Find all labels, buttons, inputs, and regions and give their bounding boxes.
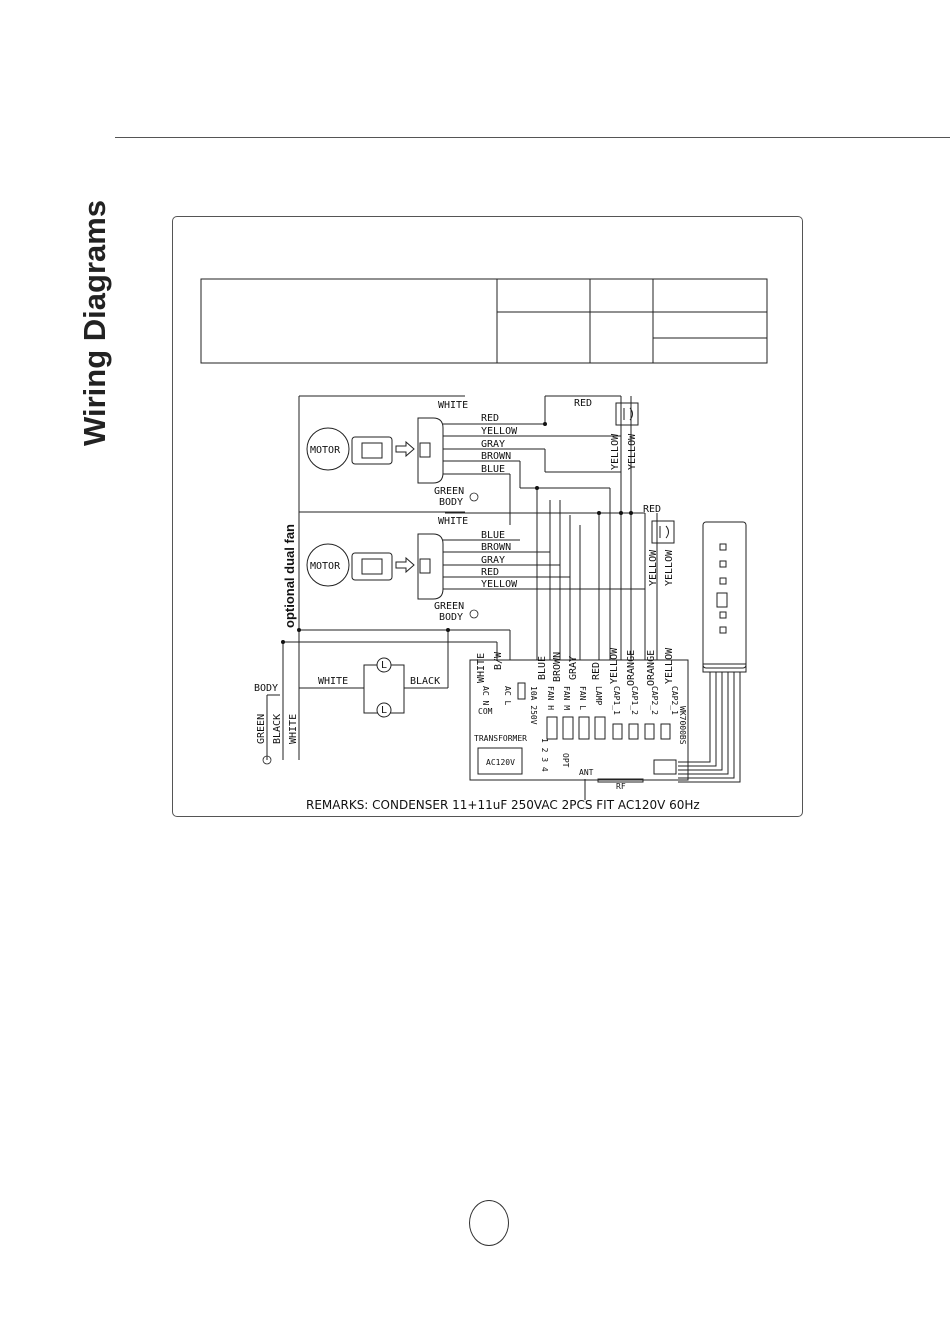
- fan1-wire-brown: BROWN: [481, 451, 511, 462]
- control-board: [469, 659, 689, 800]
- header-rule: [115, 137, 950, 138]
- fan2-body-label: BODY: [439, 612, 463, 623]
- lamp-2-symbol: L: [381, 705, 387, 716]
- term-ac-n: AC N: [481, 686, 490, 705]
- opt-label: OPT: [561, 753, 570, 768]
- board-com-label: COM: [478, 707, 493, 716]
- lamp-1-symbol: L: [381, 660, 387, 671]
- vwire-brown: BROWN: [552, 652, 563, 682]
- fan2-wiring: [443, 512, 658, 660]
- cap2-yellow-a: YELLOW: [648, 549, 659, 586]
- term-cap2-2: CAP2_2: [650, 686, 659, 715]
- term-fan-h: FAN H: [546, 686, 555, 710]
- term-ac-l: AC L: [503, 686, 512, 705]
- motor-2-label: MOTOR: [310, 561, 341, 572]
- supply-black-label: BLACK: [272, 714, 283, 744]
- remarks-text: REMARKS: CONDENSER 11+11uF 250VAC 2PCS F…: [306, 798, 700, 812]
- page-number-circle: [469, 1200, 509, 1246]
- capacitor-2: [651, 520, 675, 544]
- vwire-bw: B/W: [493, 651, 504, 670]
- diagram-frame: [172, 216, 803, 817]
- supply-green-label: GREEN: [256, 714, 267, 744]
- transformer-label: TRANSFORMER: [474, 734, 527, 743]
- fan1-body-label: BODY: [439, 497, 463, 508]
- supply-white-label: WHITE: [288, 714, 299, 744]
- ant-label: ANT: [579, 768, 594, 777]
- supply-body-label: BODY: [254, 683, 278, 694]
- cap1-yellow-b: YELLOW: [627, 433, 638, 470]
- vwire-white: WHITE: [476, 653, 487, 683]
- fan1-wire-yellow: YELLOW: [481, 426, 518, 437]
- vwire-blue: BLUE: [537, 656, 548, 680]
- remote-module: [678, 521, 747, 783]
- fuse-label: 10A 250V: [529, 686, 538, 725]
- fan2-wire-yellow: YELLOW: [481, 579, 518, 590]
- dip-switch-label: 1 2 3 4: [540, 738, 549, 772]
- lamp-circuit: [299, 630, 449, 718]
- vwire-yellow-2: YELLOW: [664, 647, 675, 684]
- vwire-yellow-1: YELLOW: [609, 647, 620, 684]
- fan1-wire-gray: GRAY: [481, 439, 505, 450]
- fan2-wire-red: RED: [481, 567, 499, 578]
- vwire-red: RED: [591, 662, 602, 680]
- cap1-yellow-a: YELLOW: [610, 433, 621, 470]
- term-cap1-1: CAP1_1: [612, 686, 621, 715]
- cap1-red-label: RED: [574, 398, 592, 409]
- fan2-wire-brown: BROWN: [481, 542, 511, 553]
- vwire-orange-1: ORANGE: [626, 650, 637, 686]
- fan2-wire-gray: GRAY: [481, 555, 505, 566]
- fan2-white-label: WHITE: [438, 516, 468, 527]
- optional-dual-fan-label: optional dual fan: [282, 524, 297, 628]
- fan1-wire-blue: BLUE: [481, 464, 505, 475]
- vwire-gray: GRAY: [568, 656, 579, 680]
- motor-1-label: MOTOR: [310, 445, 341, 456]
- capacitor-1: [615, 402, 639, 426]
- lamp-white-label: WHITE: [318, 676, 348, 687]
- fan2-green-label: GREEN: [434, 601, 464, 612]
- fan1-wire-red: RED: [481, 413, 499, 424]
- fan2-wire-blue: BLUE: [481, 530, 505, 541]
- term-fan-m: FAN M: [562, 686, 571, 710]
- vwire-orange-2: ORANGE: [646, 650, 657, 686]
- model-label: WK7000BS: [678, 706, 687, 745]
- fan1-white-label: WHITE: [438, 400, 468, 411]
- term-fan-l: FAN L: [578, 686, 587, 710]
- term-cap2-1: CAP2_1: [670, 686, 679, 715]
- ac120v-label: AC120V: [486, 758, 515, 767]
- fan1-green-label: GREEN: [434, 486, 464, 497]
- cap2-yellow-b: YELLOW: [664, 549, 675, 586]
- vertical-wire-bundle: [496, 488, 611, 660]
- header-table: [200, 278, 768, 364]
- term-lamp: LAMP: [594, 686, 603, 705]
- cap2-red-label: RED: [643, 504, 661, 515]
- motor-1: [306, 417, 444, 484]
- term-cap1-2: CAP1_2: [630, 686, 639, 715]
- rf-label: RF: [616, 782, 626, 791]
- lamp-black-label: BLACK: [410, 676, 440, 687]
